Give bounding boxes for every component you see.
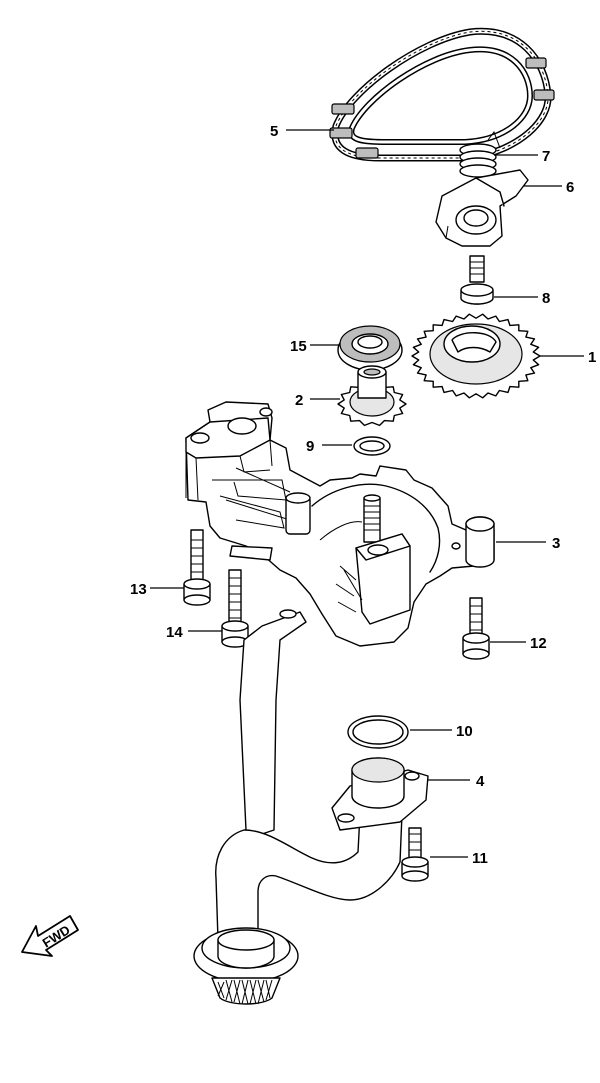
callout-4: 4: [476, 773, 485, 790]
part-15-bearing: [337, 325, 403, 371]
part-8-pivot-bolt: [460, 255, 494, 305]
part-7-spring: [459, 130, 501, 178]
callout-5: 5: [270, 123, 278, 140]
part-10-o-ring: [347, 715, 409, 749]
part-5-chain: [329, 27, 555, 162]
callout-13: 13: [130, 581, 147, 598]
callout-15: 15: [290, 338, 307, 355]
part-13-bolt: [183, 529, 211, 606]
callout-3: 3: [552, 535, 560, 552]
callout-7: 7: [542, 148, 550, 165]
callout-6: 6: [566, 179, 574, 196]
part-9-washer: [353, 436, 391, 456]
callout-9: 9: [306, 438, 314, 455]
part-4-oil-strainer: [193, 609, 429, 1005]
callout-14: 14: [166, 624, 183, 641]
part-1-sprocket: [411, 313, 541, 399]
part-2-gear: [337, 365, 407, 427]
leader-lines: [150, 129, 584, 858]
callout-2: 2: [295, 392, 303, 409]
part-6-tensioner: [435, 169, 529, 247]
callout-8: 8: [542, 290, 550, 307]
part-11-bolt: [401, 827, 429, 882]
part-12-bolt: [462, 597, 490, 660]
callout-1: 1: [588, 349, 596, 366]
callout-12: 12: [530, 635, 547, 652]
callout-11: 11: [472, 850, 488, 867]
callout-10: 10: [456, 723, 473, 740]
part-14-bolt: [221, 569, 249, 648]
part-3-oil-pump: [185, 401, 495, 647]
callout-labels: 5 7 6 8 1 15 2 9 3 13 14 12 10 4 11: [130, 123, 596, 867]
fwd-direction-arrow: FWD: [21, 915, 79, 957]
